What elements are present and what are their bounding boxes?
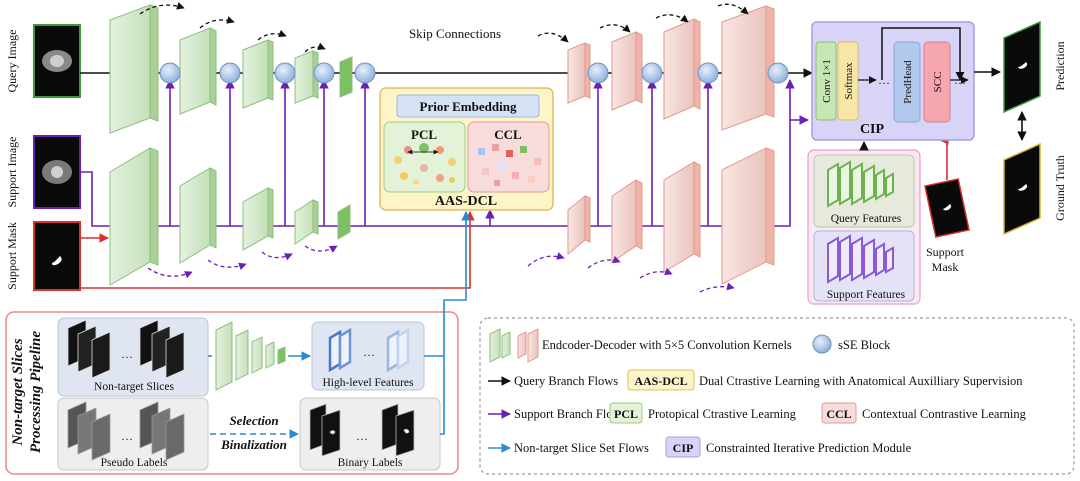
- pcl-tag-box: [609, 402, 643, 424]
- sse-legend-icon: [812, 334, 832, 354]
- cip-ellipsis-1: …: [878, 73, 890, 87]
- support-mask-right-label-2: Mask: [932, 260, 959, 274]
- conv-label: Conv 1×1: [821, 59, 833, 103]
- prediction-label: Prediction: [1053, 41, 1067, 90]
- non-target-slices-icon: [67, 319, 185, 379]
- ccl-tag-box: [821, 402, 857, 424]
- ccl-cluster-icon: [478, 144, 541, 186]
- cip-module: [811, 21, 975, 141]
- sse-blocks: [159, 62, 789, 84]
- slices-ellipsis: …: [121, 347, 133, 361]
- support-encoder: [109, 147, 351, 286]
- legend-ccl-desc: Contextual Contrastive Learning: [862, 407, 1027, 421]
- query-image: [33, 24, 81, 98]
- legend-encoder-decoder: Endcoder-Decoder with 5×5 Convolution Ke…: [542, 338, 792, 352]
- legend-aas-dcl-tag: AAS-DCL: [634, 374, 687, 388]
- skip-connections: [139, 2, 749, 293]
- pseudo-ellipsis: …: [121, 429, 133, 443]
- non-target-slices-label: Non-target Slices: [94, 381, 174, 393]
- legend-pcl-tag: PCL: [614, 407, 638, 421]
- query-features-icon: [827, 160, 894, 208]
- pseudo-labels-icon: [67, 401, 185, 461]
- binary-labels-icon: [309, 403, 415, 457]
- prediction-image: [1003, 20, 1041, 114]
- high-level-features-icon: [328, 327, 410, 373]
- cip-ellipsis-2: …: [954, 73, 966, 87]
- legend-query-flows: Query Branch Flows: [514, 374, 618, 388]
- query-decoder: [567, 5, 775, 131]
- high-level-features-label: High-level Features: [322, 377, 414, 389]
- cip-tag-box: [665, 436, 701, 458]
- ccl-label: CCL: [494, 127, 522, 142]
- selection-label: Selection: [229, 413, 278, 428]
- ground-truth-label: Ground Truth: [1053, 155, 1067, 221]
- legend-sse-block: sSE Block: [838, 338, 891, 352]
- skip-connections-label: Skip Connections: [409, 26, 501, 41]
- aas-dcl-tag-box: [627, 369, 695, 391]
- pipeline-title-1: Non-target Slices: [10, 338, 26, 446]
- aas-dcl-box: [379, 87, 554, 211]
- prior-embedding-title: Prior Embedding: [420, 99, 517, 114]
- query-image-label: Query Image: [5, 30, 19, 93]
- nontarget-flow-to-aas-dcl: [424, 211, 471, 435]
- cip-label: CIP: [860, 122, 885, 137]
- query-encoder: [109, 4, 353, 134]
- support-mask-left-label: Support Mask: [5, 222, 19, 290]
- support-mask-right-label-1: Support: [926, 245, 965, 259]
- binary-ellipsis: …: [356, 429, 368, 443]
- encoder-decoder-legend-icon: [489, 328, 539, 363]
- query-features-label: Query Features: [831, 213, 902, 225]
- support-features-icon: [827, 234, 894, 284]
- pipeline-title-2: Processing Pipeline: [28, 331, 44, 453]
- predhead-label: PredHead: [902, 60, 914, 104]
- pcl-label: PCL: [411, 127, 437, 142]
- pipeline-encoder-icon: [215, 321, 286, 391]
- ground-truth-image: [1003, 142, 1041, 236]
- support-branch-flow: [80, 79, 809, 227]
- binary-labels-label: Binary Labels: [338, 457, 403, 469]
- support-decoder: [567, 147, 775, 285]
- legend-cip-desc: Constrainted Iterative Prediction Module: [706, 441, 912, 455]
- support-image-label: Support Image: [5, 137, 19, 208]
- legend-cip-tag: CIP: [673, 441, 694, 455]
- binalization-label: Binalization: [220, 437, 287, 452]
- aas-dcl-label: AAS-DCL: [435, 194, 497, 209]
- legend-box: [479, 317, 1075, 475]
- legend-ccl-tag: CCL: [826, 407, 851, 421]
- pcl-cluster-icon: [394, 143, 456, 185]
- features-ellipsis: …: [363, 345, 375, 359]
- pseudo-labels-label: Pseudo Labels: [101, 457, 168, 469]
- support-mask-left: [33, 221, 81, 291]
- softmax-label: Softmax: [843, 62, 855, 100]
- support-image: [33, 135, 81, 209]
- scc-label: SCC: [932, 72, 944, 93]
- support-features-label: Support Features: [827, 289, 906, 301]
- legend-pcl-desc: Protopical Ctrastive Learning: [648, 407, 797, 421]
- support-mask-right: [924, 178, 970, 238]
- legend-support-flows: Support Branch Flows: [514, 407, 627, 421]
- legend-nontarget-flows: Non-target Slice Set Flows: [514, 441, 649, 455]
- legend-aas-dcl-desc: Dual Ctrastive Learning with Anatomical …: [699, 374, 1023, 388]
